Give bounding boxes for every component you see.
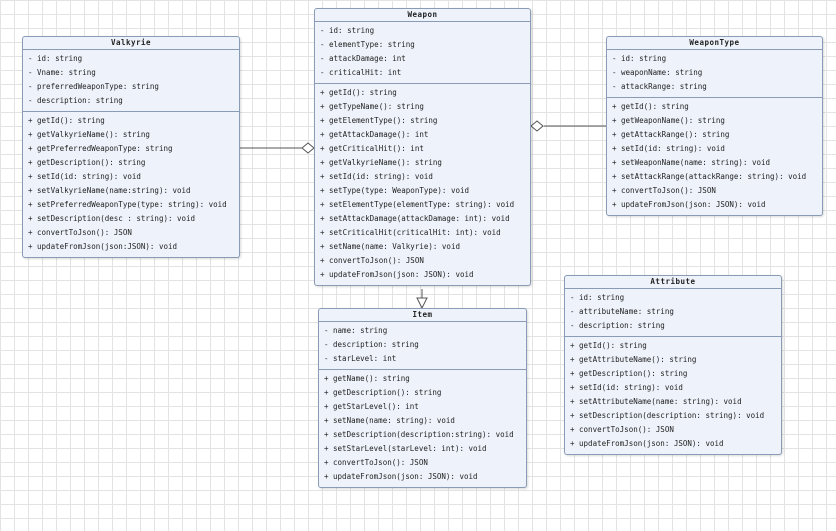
method-row: + setStarLevel(starLevel: int): void (324, 444, 487, 453)
method-row: + getId(): string (570, 341, 647, 350)
method-section: + getName(): string + getDescription(): s… (319, 369, 526, 487)
method-section: + getId(): string + getValkyrieName(): st… (23, 111, 239, 257)
method-row: + setAttackDamage(attackDamage: int): vo… (320, 214, 510, 223)
method-row: + setName(name: string): void (324, 416, 455, 425)
class-title: Attribute (565, 276, 781, 289)
class-box-item[interactable]: Item- name: string- description: string-… (318, 308, 527, 488)
method-row: + getAttackDamage(): int (320, 130, 429, 139)
method-row: + updateFromJson(json: JSON): void (320, 270, 474, 279)
method-row: + convertToJson(): JSON (570, 425, 674, 434)
method-row: + getDescription(): string (28, 158, 146, 167)
method-row: + getWeaponName(): string (612, 116, 725, 125)
method-row: + setType(type: WeaponType): void (320, 186, 470, 195)
method-row: + getDescription(): string (324, 388, 442, 397)
attribute-row: - elementType: string (320, 40, 415, 49)
method-row: + setDescription(description: string): v… (570, 411, 765, 420)
attribute-row: - criticalHit: int (320, 68, 402, 77)
attribute-row: - starLevel: int (324, 354, 397, 363)
method-row: + convertToJson(): JSON (324, 458, 428, 467)
method-row: + getCriticalHit(): int (320, 144, 424, 153)
aggregation-diamond-weapon-left (301, 142, 315, 154)
class-title: Item (319, 309, 526, 322)
attribute-row: - name: string (324, 326, 388, 335)
attribute-section: - id: string - attributeName: string - des… (565, 289, 781, 336)
class-title: Valkyrie (23, 37, 239, 50)
attribute-section: - name: string - description: string - sta… (319, 322, 526, 369)
class-box-weapon[interactable]: Weapon- id: string- elementType: string-… (314, 8, 531, 286)
method-row: + getAttributeName(): string (570, 355, 697, 364)
attribute-row: - description: string (570, 321, 665, 330)
method-row: + setValkyrieName(name:string): void (28, 186, 191, 195)
method-row: + getTypeName(): string (320, 102, 424, 111)
attribute-section: - id: string - Vname: string - preferredWe… (23, 50, 239, 111)
attribute-row: - id: string (612, 54, 667, 63)
method-row: + convertToJson(): JSON (320, 256, 424, 265)
method-row: + convertToJson(): JSON (612, 186, 716, 195)
method-row: + updateFromJson(json: JSON): void (612, 200, 766, 209)
method-section: + getId(): string + getWeaponName(): stri… (607, 97, 822, 215)
method-row: + setCriticalHit(criticalHit: int): void (320, 228, 501, 237)
method-row: + getPreferredWeaponType: string (28, 144, 173, 153)
attribute-row: - weaponName: string (612, 68, 703, 77)
attribute-row: - Vname: string (28, 68, 96, 77)
aggregation-diamond-weapon-right (530, 120, 544, 132)
method-row: + setName(name: Valkyrie): void (320, 242, 460, 251)
method-row: + getDescription(): string (570, 369, 688, 378)
method-row: + setDescription(description:string): vo… (324, 430, 514, 439)
method-row: + getValkyrieName(): string (28, 130, 150, 139)
attribute-row: - attributeName: string (570, 307, 674, 316)
method-row: + setPreferredWeaponType(type: string): … (28, 200, 227, 209)
method-row: + updateFromJson(json: JSON): void (324, 472, 478, 481)
class-box-attribute[interactable]: Attribute - id: string - attributeName: st… (564, 275, 782, 455)
method-row: + getId(): string (612, 102, 689, 111)
method-row: + setId(id: string): void (570, 383, 683, 392)
method-section: + getId(): string + getTypeName(): string… (315, 83, 530, 285)
method-row: + updateFromJson(json:JSON): void (28, 242, 178, 251)
class-box-weapontype[interactable]: WeaponType - id: string - weaponName: stri… (606, 36, 823, 216)
method-row: + setId(id: string): void (28, 172, 141, 181)
method-row: + setAttackRange(attackRange: string): v… (612, 172, 807, 181)
attribute-row: - preferredWeaponType: string (28, 82, 159, 91)
method-row: + getStarLevel(): int (324, 402, 419, 411)
class-title: Weapon (315, 9, 530, 22)
class-box-valkyrie[interactable]: Valkyrie - id: string - Vname: string - pre… (22, 36, 240, 258)
attribute-section: - id: string - weaponName: string - attack… (607, 50, 822, 97)
method-row: + setElementType(elementType: string): v… (320, 200, 515, 209)
attribute-section: - id: string - elementType: string - attac… (315, 22, 530, 83)
method-row: + getElementType(): string (320, 116, 438, 125)
class-title: WeaponType (607, 37, 822, 50)
method-row: + getName(): string (324, 374, 410, 383)
method-row: + setWeaponName(name: string): void (612, 158, 771, 167)
attribute-row: - description: string (28, 96, 123, 105)
method-row: + getId(): string (28, 116, 105, 125)
method-row: + setAttributeName(name: string): void (570, 397, 742, 406)
method-row: + getId(): string (320, 88, 397, 97)
attribute-row: - id: string (570, 293, 625, 302)
attribute-row: - description: string (324, 340, 419, 349)
method-section: + getId(): string + getAttributeName(): s… (565, 336, 781, 454)
method-row: + getValkyrieName(): string (320, 158, 442, 167)
method-row: + setId(id: string): void (320, 172, 433, 181)
method-row: + setDescription(desc : string): void (28, 214, 196, 223)
method-row: + getAttackRange(): string (612, 130, 730, 139)
method-row: + convertToJson(): JSON (28, 228, 132, 237)
generalization-arrowhead (416, 297, 428, 310)
attribute-row: - id: string (28, 54, 83, 63)
method-row: + setId(id: string): void (612, 144, 725, 153)
attribute-row: - attackRange: string (612, 82, 707, 91)
method-row: + updateFromJson(json: JSON): void (570, 439, 724, 448)
attribute-row: - id: string (320, 26, 375, 35)
attribute-row: - attackDamage: int (320, 54, 406, 63)
